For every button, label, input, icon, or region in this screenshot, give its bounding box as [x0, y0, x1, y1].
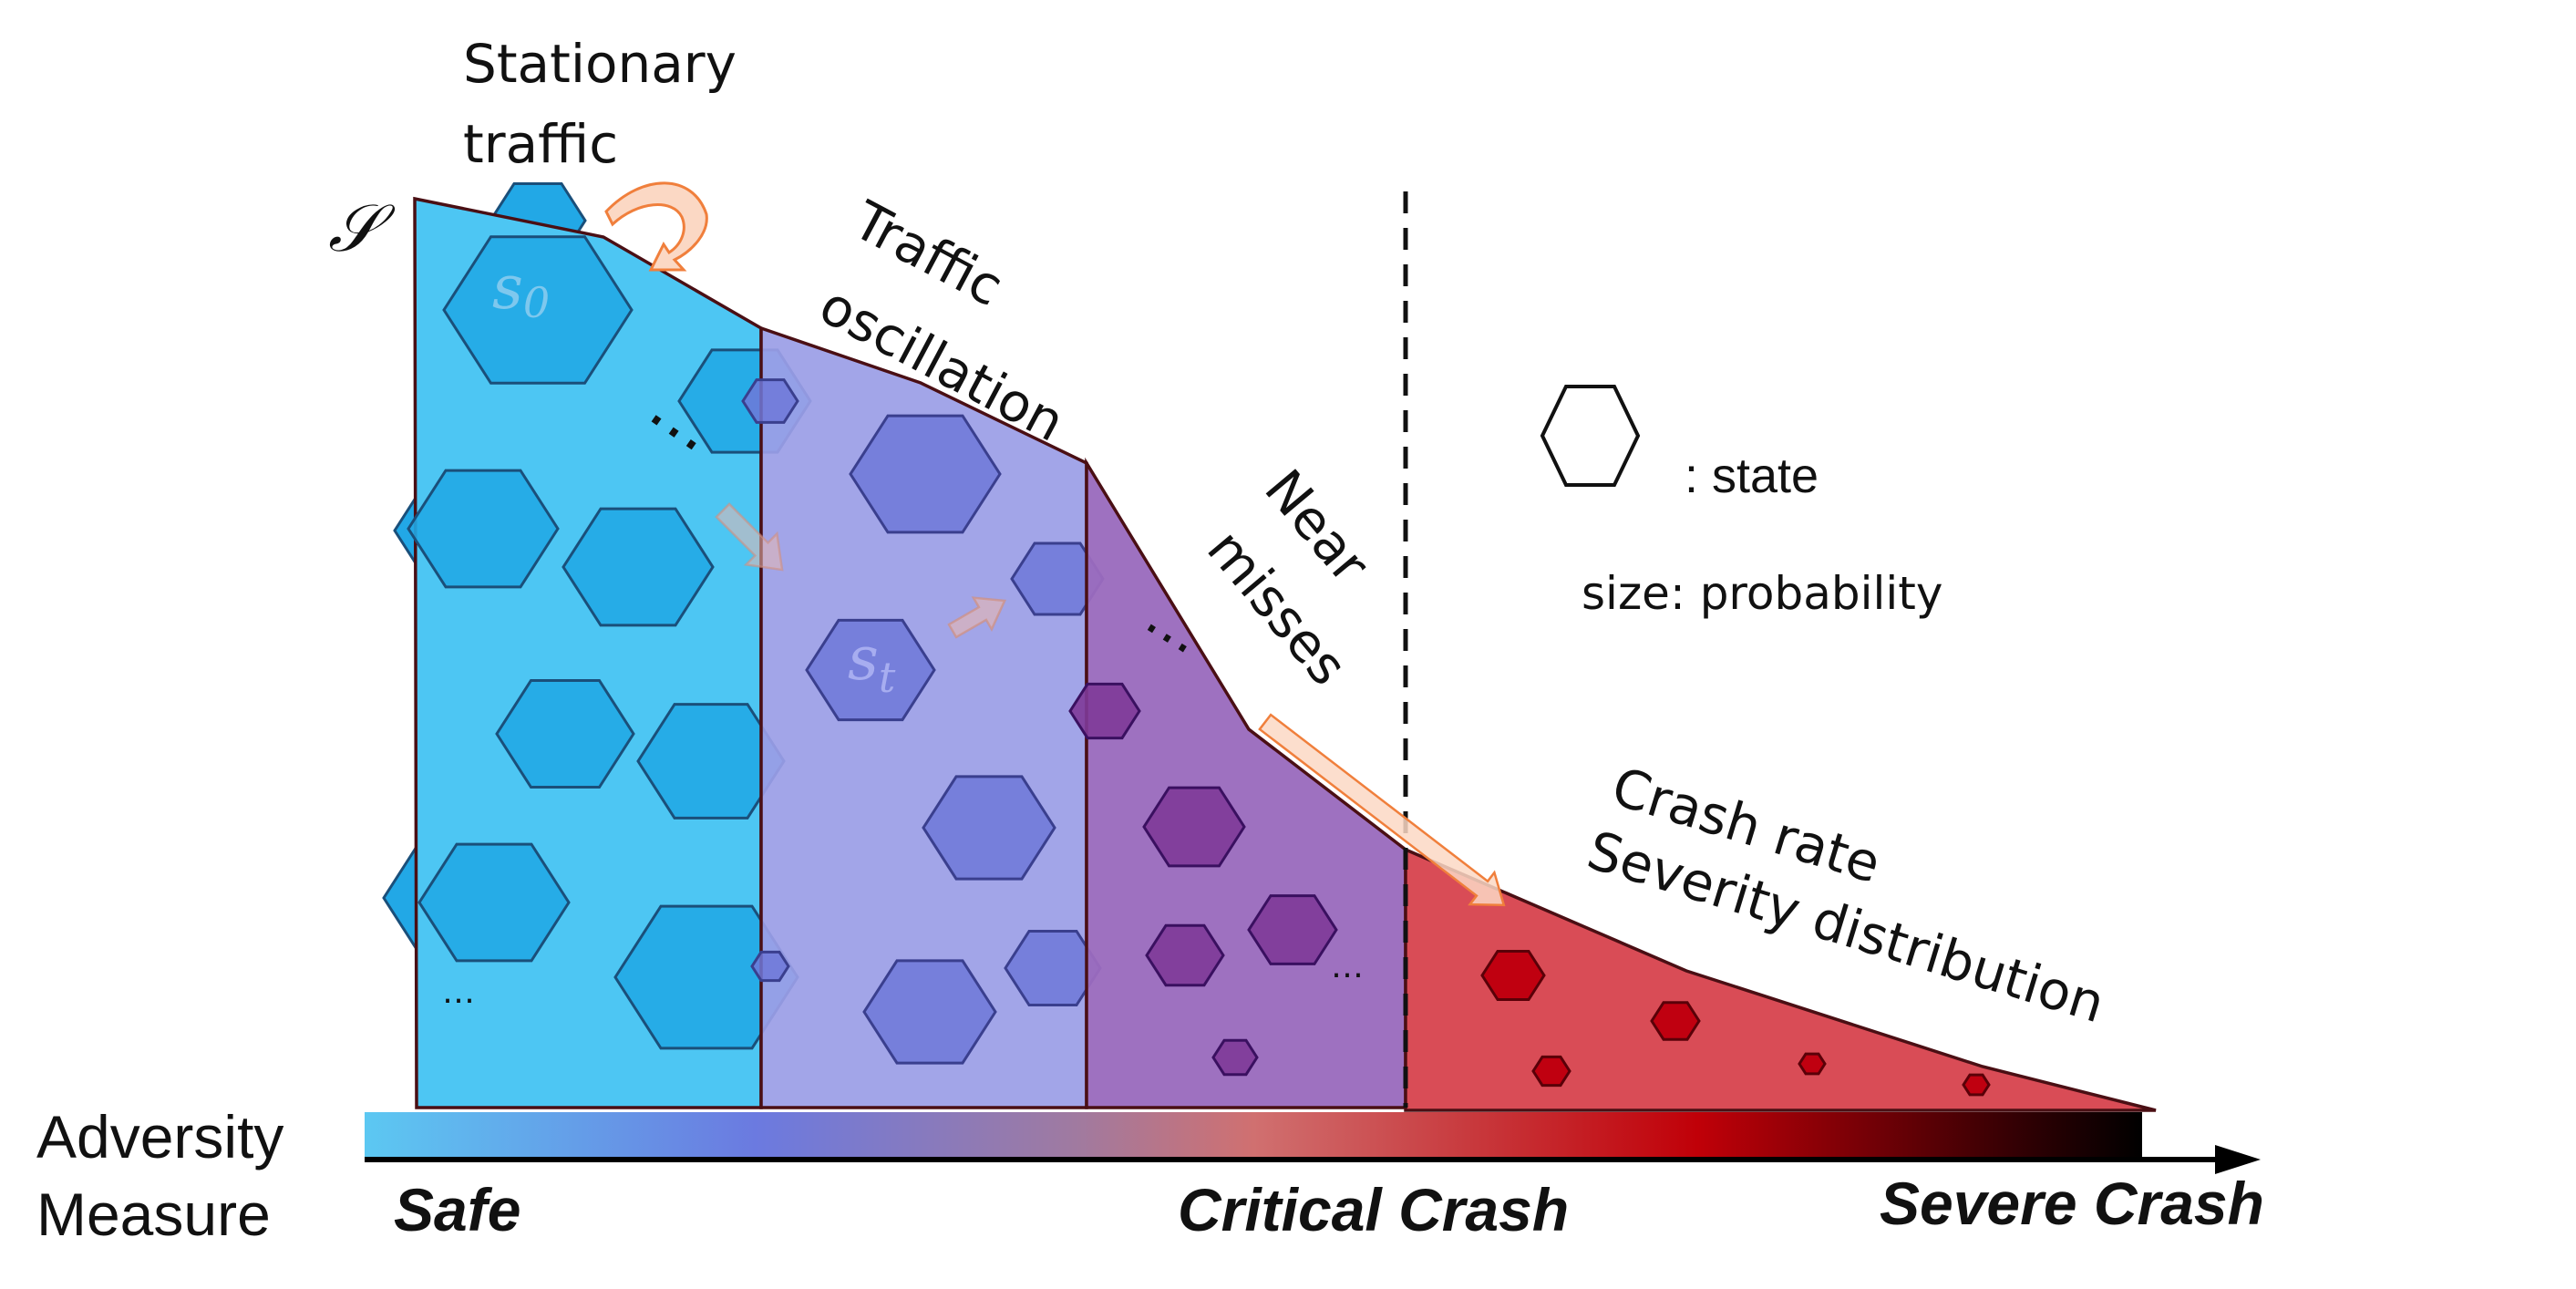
state-hexagon-icon — [805, 618, 936, 722]
state-hexagon-icon — [1211, 1038, 1259, 1077]
state-hexagon-icon — [1480, 950, 1546, 1001]
arrow-right-icon — [715, 502, 784, 572]
adversity-gradient-bar — [365, 1112, 2142, 1158]
state-hexagon-icon — [407, 469, 560, 589]
state-hexagon-icon — [1068, 682, 1141, 740]
hexagons-oscillation — [741, 378, 1105, 1065]
legend-state-text: : state — [1685, 449, 1819, 503]
state-hexagon-icon — [1142, 786, 1246, 868]
ellipsis-small: … — [442, 974, 475, 1011]
state-s0-label: s0 — [492, 253, 550, 327]
state-hexagon-icon — [1010, 541, 1105, 616]
state-hexagon-icon — [1531, 1055, 1571, 1088]
state-hexagon-icon — [1798, 1052, 1827, 1076]
axis-label-severe-crash: Severe Crash — [1880, 1170, 2264, 1237]
axis-label-safe: Safe — [394, 1176, 520, 1243]
state-hexagon-icon — [1962, 1073, 1991, 1097]
axis-title: Adversity Measure — [36, 1103, 301, 1248]
arrow-right-icon — [1258, 713, 1506, 907]
stationary-traffic-label: Stationary traffic — [463, 33, 753, 175]
arrow-right-icon — [947, 596, 1007, 639]
state-hexagon-icon — [750, 950, 790, 983]
curved-arrow-icon — [604, 181, 708, 272]
state-hexagon-icon — [636, 703, 786, 820]
state-hexagon-icon — [442, 235, 634, 385]
state-hexagon-icon — [1247, 894, 1338, 965]
state-hexagon-icon — [1145, 923, 1225, 987]
hexagons-near — [1068, 682, 1338, 1077]
legend-size-text: size: probability — [1582, 567, 1942, 620]
state-hexagon-icon — [922, 775, 1056, 881]
state-hexagon-icon — [741, 378, 799, 424]
legend-hexagon-icon — [1540, 385, 1641, 487]
hexagons-safe — [407, 235, 812, 1050]
hexagons-crash — [1480, 950, 1991, 1097]
state-hexagon-icon — [562, 507, 715, 627]
axis-label-critical-crash: Critical Crash — [1178, 1176, 1569, 1243]
state-hexagon-icon — [849, 414, 1002, 534]
state-st-label: st — [848, 624, 896, 702]
ellipsis-small: … — [1331, 948, 1364, 985]
state-hexagon-icon — [495, 679, 635, 789]
axis-arrowhead-icon — [2215, 1145, 2261, 1174]
state-space-symbol: 𝒮 — [328, 190, 396, 266]
state-hexagon-icon — [417, 842, 571, 963]
state-hexagon-icon — [613, 904, 799, 1050]
transition-arrows — [604, 181, 1506, 907]
state-hexagon-icon — [862, 959, 997, 1065]
state-hexagon-icon — [1650, 1001, 1701, 1041]
state-hexagon-icon — [1004, 930, 1102, 1006]
